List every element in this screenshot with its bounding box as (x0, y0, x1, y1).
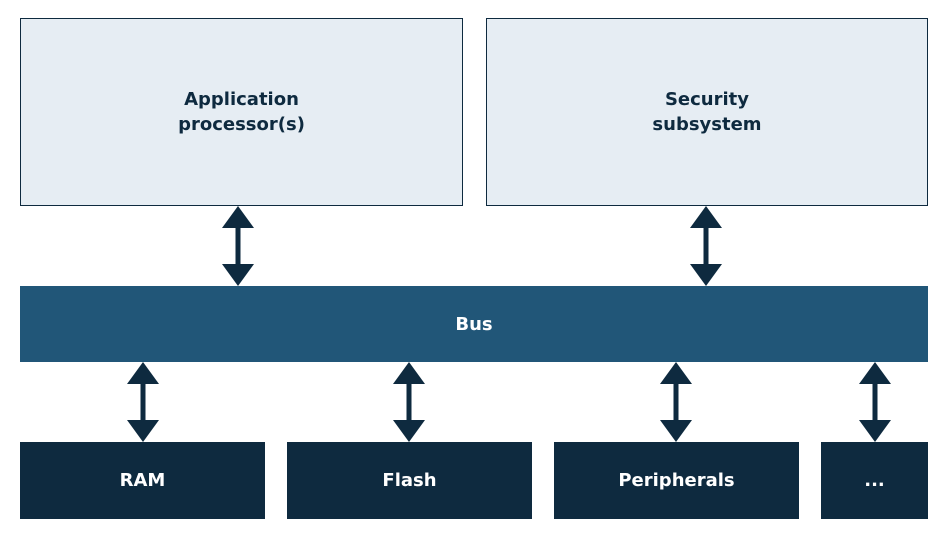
arrow-bus-peripherals (660, 362, 692, 442)
bus-block: Bus (20, 286, 928, 362)
arrow-bus-more (859, 362, 891, 442)
bus-label: Bus (455, 313, 493, 335)
flash-label: Flash (382, 470, 437, 491)
more-label: ... (864, 470, 885, 491)
security-subsystem-block: Security subsystem (486, 18, 928, 206)
ram-block: RAM (20, 442, 265, 519)
arrow-bus-flash (393, 362, 425, 442)
arrow-bus-ram (127, 362, 159, 442)
peripherals-label: Peripherals (618, 470, 735, 491)
application-processor-block: Application processor(s) (20, 18, 463, 206)
more-block: ... (821, 442, 928, 519)
ram-label: RAM (119, 470, 166, 491)
peripherals-block: Peripherals (554, 442, 799, 519)
security-subsystem-label-line1: Security (664, 89, 750, 110)
arrow-security-bus (690, 206, 722, 286)
arrow-app-processor-bus (222, 206, 254, 286)
application-processor-label-line2: processor(s) (178, 114, 305, 135)
security-subsystem-label-line2: subsystem (652, 114, 762, 135)
application-processor-label-line1: Application (184, 89, 299, 110)
flash-block: Flash (287, 442, 532, 519)
